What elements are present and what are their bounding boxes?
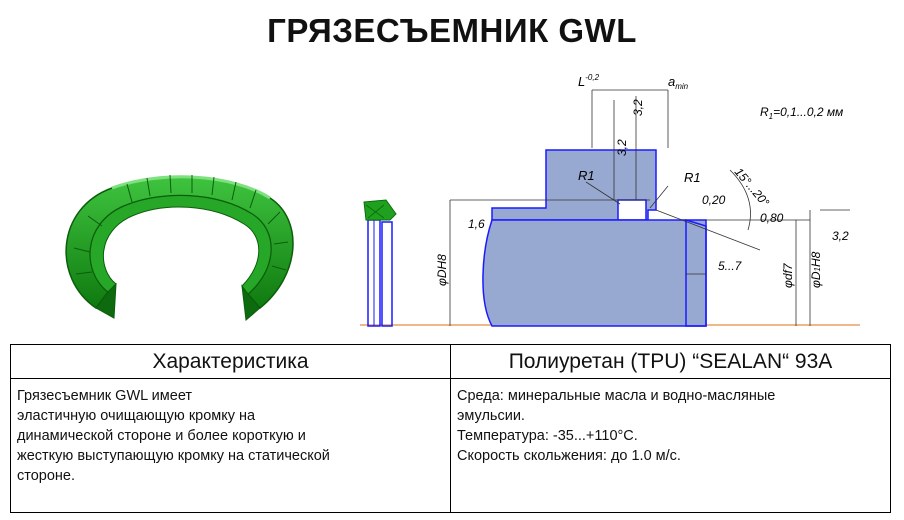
page-title: ГРЯЗЕСЪЕМНИК GWL [267,12,637,49]
material-properties-cell: Среда: минеральные масла и водно-масляны… [450,378,891,513]
description-line: стороне. [17,468,76,484]
header-material: Полиуретан (TPU) “SEALAN“ 93A [450,344,891,379]
dim-df7-label: φdf7 [781,262,795,288]
dim-L-label: L-0,2 [578,73,600,89]
description-line: жесткую выступающую кромку на статическо… [17,448,330,464]
roughness-c-label: 1,6 [468,217,485,231]
chamfer-a-label: 0,20 [702,193,726,207]
r1-right-label: R1 [684,170,701,185]
header-characteristic: Характеристика [10,344,451,379]
roughness-d-label: 3,2 [832,229,849,243]
description-line: эластичную очищающую кромку на [17,408,256,424]
table-header-row: Характеристика Полиуретан (TPU) “SEALAN“… [10,344,891,379]
radius-note: R1=0,1...0,2 мм [760,105,843,121]
seal-cross-section [363,199,397,327]
roughness-b-label: 3,2 [631,99,645,116]
property-line: Скорость скольжения: до 1.0 м/с. [457,448,681,464]
description-line: Грязесъемник GWL имеет [17,388,193,404]
dim-D1H8-label: φD1H8 [809,251,823,288]
table-row: Грязесъемник GWL имеет эластичную очищаю… [10,378,891,513]
dim-a-label: amin [668,74,689,91]
roughness-a-label: 3,2 [615,139,629,156]
dim-DH8-label: φDH8 [435,254,449,286]
property-line: эмульсии. [457,408,525,424]
rod-part [482,219,707,327]
wiper-ring-illustration [65,174,294,321]
description-line: динамической стороне и более короткую и [17,428,306,444]
chamfer-b-label: 0,80 [760,211,784,225]
description-cell: Грязесъемник GWL имеет эластичную очищаю… [10,378,451,513]
property-line: Среда: минеральные масла и водно-масляны… [457,388,776,404]
properties-table: Характеристика Полиуретан (TPU) “SEALAN“… [10,344,891,513]
dim-5-7-label: 5...7 [718,259,743,273]
installation-drawing: L-0,2 amin 3,2 3,2 R1=0,1...0,2 мм R1 R1… [360,73,860,327]
property-line: Температура: -35...+110°C. [457,428,638,444]
angle-label: 15°...20° [732,165,773,210]
r1-left-label: R1 [578,168,595,183]
